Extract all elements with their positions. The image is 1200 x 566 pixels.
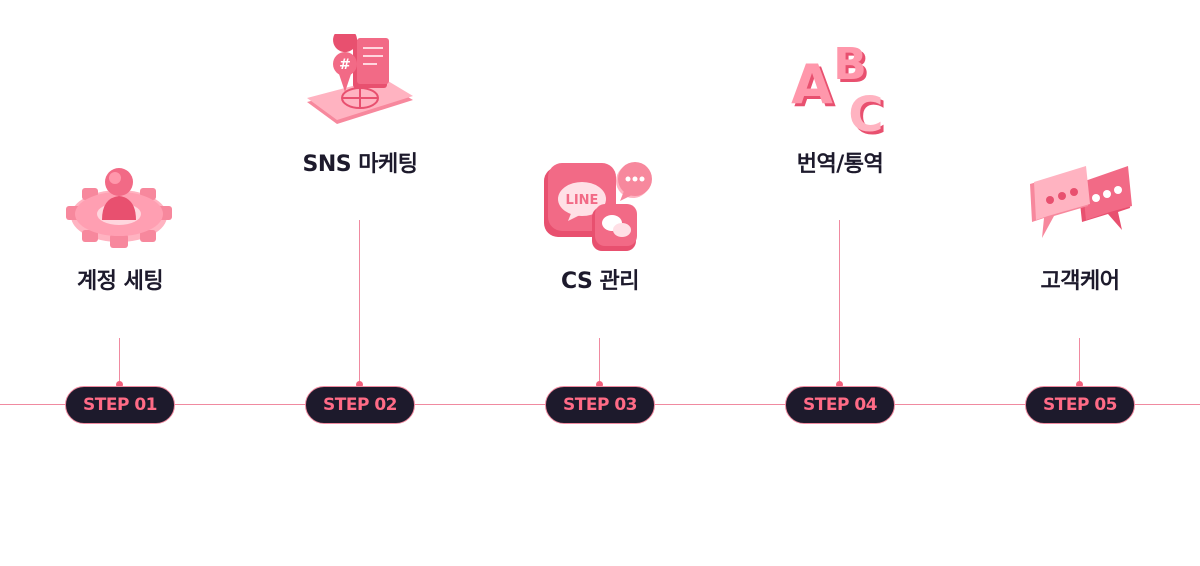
connector-dot [116,381,123,388]
step-badge: STEP 02 [305,386,415,424]
connector-line [1079,338,1080,384]
step-label: 계정 세팅 [76,269,164,294]
connector-dot [356,381,363,388]
speech-bubbles-icon [1030,166,1132,238]
svg-text:LINE: LINE [566,193,599,208]
connector-line [839,220,840,384]
connector-line [359,220,360,384]
step-badge: STEP 04 [785,386,895,424]
step-badge: STEP 05 [1025,386,1135,424]
svg-text:C: C [848,87,883,138]
svg-text:#: # [339,57,351,73]
abc-letters-icon: A A B B C C [791,39,887,138]
step-label: SNS 마케팅 [302,152,418,177]
connector-dot [596,381,603,388]
hashtag-phone-icon: # [307,34,413,124]
connector-dot [836,381,843,388]
step-badge: STEP 03 [545,386,655,424]
svg-text:C: C [851,90,886,138]
user-gear-icon [66,168,172,248]
connector-dot [1076,381,1083,388]
step-label: CS 관리 [560,269,640,294]
svg-text:A: A [791,53,833,116]
step-label: 번역/통역 [796,152,884,177]
connector-line [599,338,600,384]
svg-text:B: B [836,42,870,93]
connector-line [119,338,120,384]
step-badge: STEP 01 [65,386,175,424]
step-label: 고객케어 [1040,269,1120,294]
svg-text:B: B [833,39,867,90]
svg-text:A: A [794,56,836,119]
messenger-chat-icon: LINE [544,162,652,251]
